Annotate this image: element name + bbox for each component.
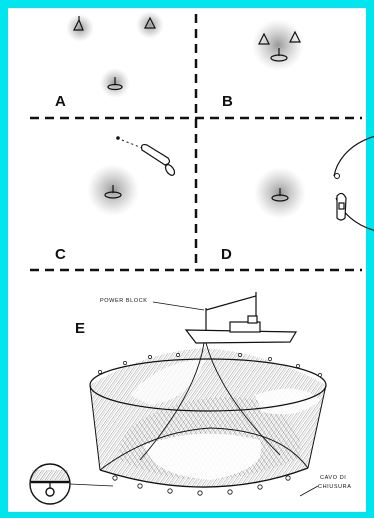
- light-halo: [252, 19, 304, 71]
- purse-seine-net: [90, 343, 326, 495]
- power-block-label: POWER BLOCK: [100, 298, 148, 304]
- panel-label-e: E: [75, 320, 85, 337]
- panel-label-d: D: [221, 246, 232, 263]
- panel-e: POWER BLOCK E: [30, 292, 352, 504]
- seine-vessel-icon: [186, 292, 296, 343]
- purse-line-label-1: CAVO DI: [320, 475, 346, 481]
- panel-b: B: [222, 19, 304, 110]
- panel-d: D: [221, 133, 374, 263]
- tow-line: [122, 140, 142, 148]
- panel-c: C: [55, 136, 176, 263]
- panel-label-c: C: [55, 246, 66, 263]
- seine-boat-icon: [142, 145, 177, 177]
- panel-dividers: [30, 14, 362, 270]
- purse-line-leader: [300, 486, 318, 496]
- light-halo: [66, 14, 94, 42]
- panel-label-b: B: [222, 93, 233, 110]
- purse-line-label-2: CHIUSURA: [318, 484, 352, 490]
- power-block-leader: [153, 302, 204, 310]
- marker-buoy-icon: [116, 136, 120, 140]
- seine-boat-icon: [337, 193, 346, 220]
- light-halo: [136, 11, 164, 39]
- panel-a: A: [55, 11, 164, 110]
- panel-label-a: A: [55, 93, 66, 110]
- net-end-buoy-icon: [335, 174, 340, 179]
